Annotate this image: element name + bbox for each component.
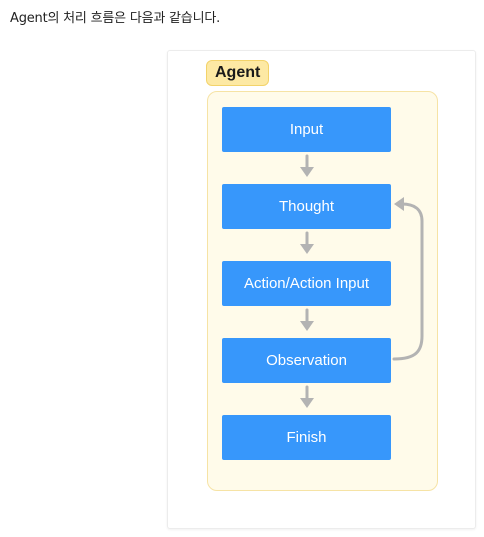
step-action-input: Action/Action Input [222,261,391,306]
arrow-loop-observation-thought [392,202,424,361]
flow-arrows [300,154,424,408]
step-observation: Observation [222,338,391,383]
step-thought: Thought [222,184,391,229]
diagram-card: Agent Input Thought Action/Action Input … [167,50,476,529]
step-finish: Finish [222,415,391,460]
intro-text: Agent의 처리 흐름은 다음과 같습니다. [10,11,221,26]
agent-label: Agent [206,60,270,86]
step-input: Input [222,107,391,152]
